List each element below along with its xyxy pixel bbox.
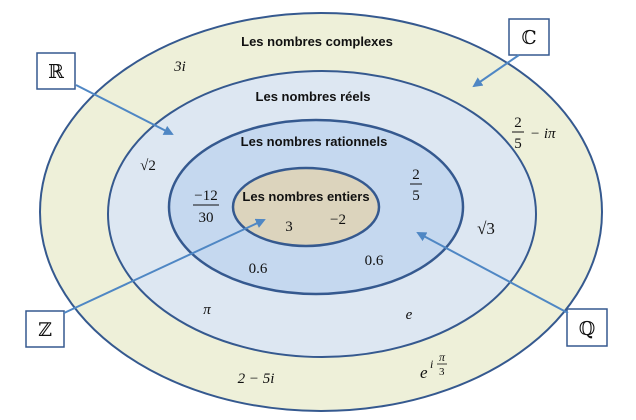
- rational-symbol: ℚ: [579, 318, 596, 340]
- example-0.6-left: 0.6: [249, 261, 268, 277]
- example-minus-i-pi: − iπ: [530, 126, 556, 142]
- complex-symbol: ℂ: [521, 27, 536, 49]
- real-label-box: [36, 52, 76, 90]
- example-sqrt3: √3: [477, 219, 495, 238]
- example-two-fifths-rational-num: 2: [412, 167, 420, 183]
- complex-arrow: [472, 54, 520, 88]
- example-exp-pi: π: [439, 350, 446, 364]
- example-two-fifths-rational-den: 5: [412, 188, 420, 204]
- complex-set-title: Les nombres complexes: [241, 34, 393, 49]
- example-30-denominator: 30: [199, 210, 214, 226]
- example-exp-base: e: [420, 363, 428, 382]
- example-exp-i: i: [430, 357, 433, 371]
- rational-label-box: [566, 308, 608, 347]
- example-pi: π: [203, 302, 211, 318]
- complex-label-box: [508, 18, 550, 56]
- example-minus2: −2: [330, 212, 346, 228]
- example-3i: 3i: [173, 59, 186, 75]
- example-two-fifths-complex-den: 5: [514, 136, 522, 152]
- integer-symbol: ℤ: [38, 319, 52, 341]
- real-set-title: Les nombres réels: [256, 89, 371, 104]
- example-3: 3: [285, 219, 293, 235]
- rational-arrow: [416, 232, 569, 314]
- example-sqrt2: √2: [140, 158, 156, 174]
- rational-set-title: Les nombres rationnels: [241, 134, 388, 149]
- real-symbol: ℝ: [48, 61, 64, 83]
- example-0.6-right: 0.6: [365, 253, 384, 269]
- real-arrow: [75, 84, 174, 135]
- integer-label-box: [25, 310, 65, 348]
- example-e: e: [406, 307, 413, 323]
- example-two-fifths-complex-num: 2: [514, 115, 522, 131]
- integer-arrow: [63, 218, 266, 314]
- example-exp-three: 3: [439, 366, 445, 378]
- example-2-minus-5i: 2 − 5i: [238, 371, 275, 387]
- integer-set-title: Les nombres entiers: [242, 189, 369, 204]
- integer-set-ellipse: [231, 166, 381, 248]
- example-minus12-numerator: −12: [194, 188, 217, 204]
